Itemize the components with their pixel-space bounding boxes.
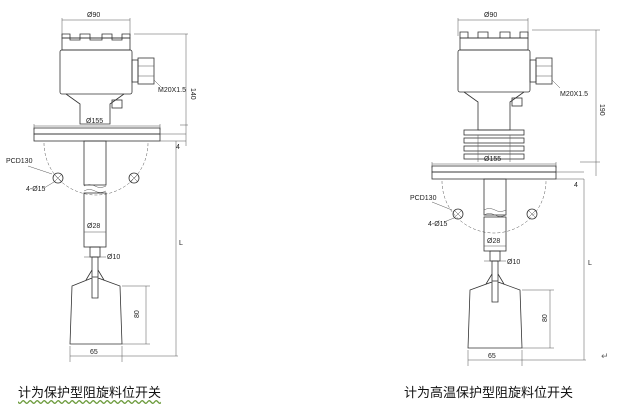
left-drawing: Ø90 M20X1.5 140 Ø155 4 PCD130	[6, 12, 196, 362]
right-caption-text: 计为高温保护型阻旋料位开关	[404, 386, 574, 401]
right-cap-diameter: Ø90	[484, 12, 497, 19]
right-cap-ring	[459, 37, 529, 51]
left-paddle	[69, 277, 123, 345]
right-housing	[457, 49, 531, 93]
right-flange	[431, 165, 557, 173]
right-drawing: Ø90 M20X1.5 190 Ø155	[410, 12, 605, 366]
left-pcd: PCD130	[6, 158, 33, 165]
right-paddle-height: 80	[542, 314, 549, 322]
left-cable-gland: M20X1.5	[158, 87, 186, 94]
left-caption: 计为保护型阻旋料位开关	[18, 382, 161, 401]
left-tube-diameter: Ø28	[87, 223, 100, 230]
left-cap-diameter: Ø90	[87, 12, 100, 19]
right-pcd: PCD130	[410, 195, 437, 202]
left-rod-diameter: Ø10	[107, 254, 120, 261]
right-paddle-width: 65	[488, 353, 496, 360]
left-flange-thickness: 4	[176, 144, 180, 151]
right-bolt-holes: 4-Ø15	[428, 221, 448, 228]
right-cable-gland: M20X1.5	[560, 91, 588, 98]
left-flange-diameter: Ø155	[86, 118, 103, 125]
right-paddle	[467, 281, 523, 349]
right-flange-diameter: Ø155	[484, 156, 501, 163]
right-rod-diameter: Ø10	[507, 259, 520, 266]
right-tube-diameter: Ø28	[487, 238, 500, 245]
paragraph-mark: ↵	[601, 352, 609, 362]
left-paddle-width: 65	[90, 349, 98, 356]
right-height-top: 190	[598, 104, 605, 116]
left-length: L	[179, 240, 183, 247]
left-bolt-holes: 4-Ø15	[26, 186, 46, 193]
left-housing	[59, 49, 133, 95]
left-flange	[33, 127, 161, 135]
right-caption: 计为高温保护型阻旋料位开关	[404, 382, 573, 401]
left-height-top: 140	[189, 88, 196, 100]
right-cap-top	[459, 31, 529, 39]
left-paddle-height: 80	[134, 310, 141, 318]
left-caption-text: 计为保护型阻旋料位开关	[18, 386, 162, 401]
right-flange-thickness: 4	[574, 182, 578, 189]
right-length: L	[588, 260, 592, 267]
left-cap-top	[61, 33, 131, 41]
